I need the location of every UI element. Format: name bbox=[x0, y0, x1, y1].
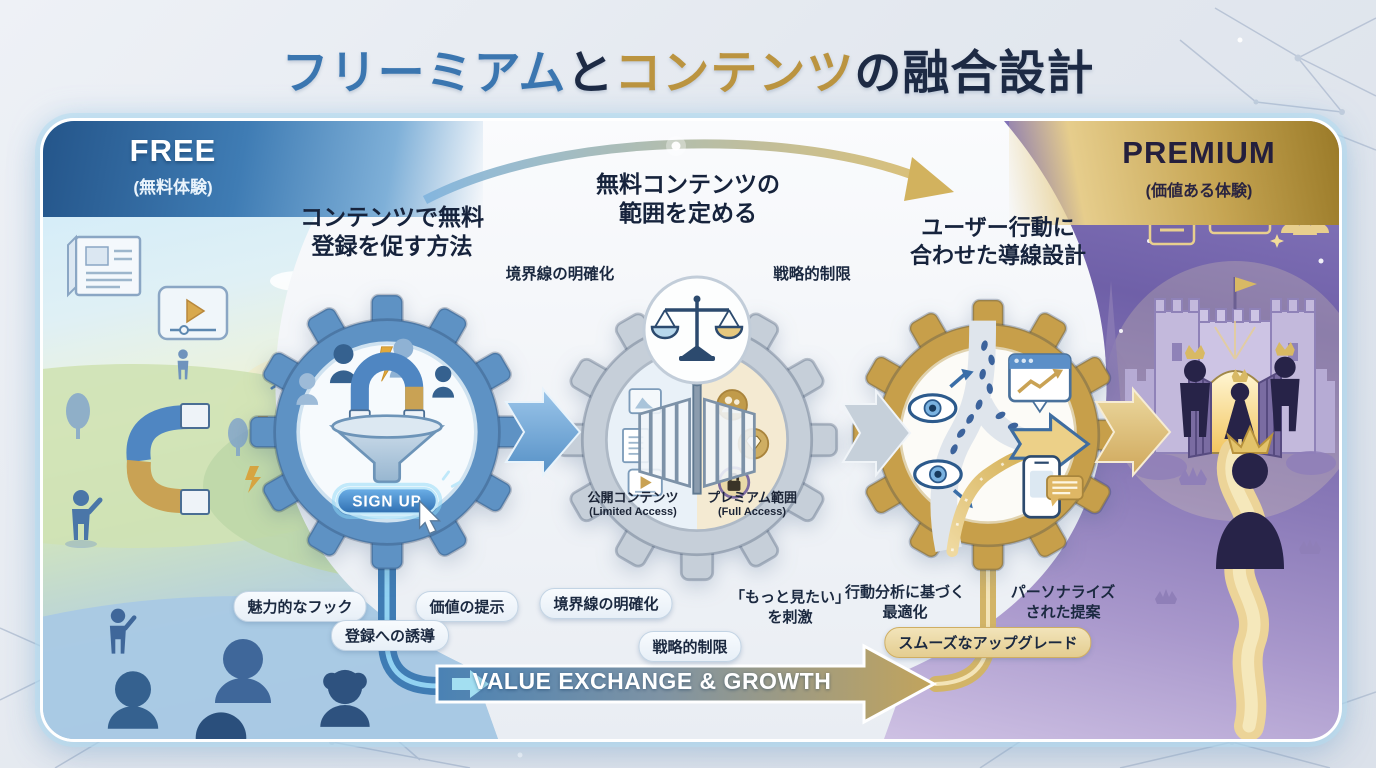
boundary-label: 境界線の明確化 bbox=[505, 266, 615, 283]
title-fusion-design: の融合設計 bbox=[854, 46, 1095, 99]
page-title: フリーミアムとコンテンツの融合設計 bbox=[0, 34, 1376, 103]
step2-heading-line2: 範囲を定める bbox=[619, 199, 757, 226]
magnet-funnel-icon bbox=[328, 352, 446, 484]
title-freemium: フリーミアム bbox=[281, 46, 567, 99]
note-personalized-line2: された提案 bbox=[1025, 604, 1101, 622]
note-curiosity-line2: を刺激 bbox=[767, 609, 813, 627]
gear-acquisition: SIGN UP bbox=[248, 293, 526, 571]
note-curiosity: 「もっと見たい」 を刺激 bbox=[730, 588, 850, 629]
title-content: コンテンツ bbox=[614, 46, 855, 99]
eye-icon bbox=[913, 459, 973, 509]
free-sublabel: (無料体験) bbox=[133, 178, 213, 197]
premium-zone-label: プレミアム範囲 (Full Access) bbox=[707, 490, 797, 519]
magnet-icon bbox=[138, 404, 209, 514]
flag-icon bbox=[1235, 277, 1257, 292]
premium-banner: PREMIUM (価値ある体験) bbox=[1009, 121, 1339, 225]
ground-crown-decor bbox=[1155, 467, 1321, 604]
crowd-silhouettes bbox=[108, 639, 370, 739]
newspaper-icon bbox=[68, 237, 140, 295]
note-behavior-line1: 行動分析に基づく bbox=[844, 584, 966, 601]
premium-label: PREMIUM bbox=[1122, 135, 1276, 170]
premium-sublabel: (価値ある体験) bbox=[1145, 183, 1253, 200]
step1-heading-line2: 登録を促す方法 bbox=[311, 232, 473, 259]
free-zone-label: 公開コンテンツ (Limited Access) bbox=[587, 490, 678, 519]
strategic-limit-label: 戦略的制限 bbox=[773, 266, 851, 283]
footprints-icon bbox=[950, 340, 1019, 455]
step2-heading-line1: 無料コンテンツの bbox=[596, 171, 780, 197]
gear-journey bbox=[851, 298, 1125, 572]
note-personalized-line1: パーソナライズ bbox=[1010, 584, 1116, 601]
tag-boundary-clarity: 境界線の明確化 bbox=[539, 588, 673, 619]
pointer-cursor-icon bbox=[418, 470, 462, 535]
tree-icon bbox=[66, 393, 248, 456]
note-behavior-line2: 最適化 bbox=[882, 604, 928, 622]
person-silhouette bbox=[65, 349, 350, 653]
title-connector: と bbox=[566, 46, 615, 99]
note-behavior-analytics: 行動分析に基づく 最適化 bbox=[845, 583, 965, 624]
svg-text:SIGN UP: SIGN UP bbox=[352, 493, 422, 510]
phone-chat-icon bbox=[1022, 455, 1084, 519]
tag-strategic-limit: 戦略的制限 bbox=[638, 631, 742, 662]
step2-heading: 無料コンテンツの 範囲を定める bbox=[596, 170, 780, 228]
note-curiosity-line1: 「もっと見たい」 bbox=[729, 589, 851, 606]
growth-arrow-label: VALUE EXCHANGE & GROWTH bbox=[472, 668, 832, 694]
tag-attractive-hook: 魅力的なフック bbox=[233, 591, 367, 622]
step1-heading: コンテンツで無料 登録を促す方法 bbox=[300, 203, 484, 261]
premium-zone-sub: (Full Access) bbox=[717, 505, 787, 518]
tag-registration-guidance: 登録への誘導 bbox=[330, 620, 450, 651]
free-banner: FREE (無料体験) bbox=[43, 121, 483, 217]
step1-heading-line1: コンテンツで無料 bbox=[300, 204, 484, 230]
free-zone-sub: (Limited Access) bbox=[589, 505, 677, 518]
video-player-icon bbox=[159, 287, 227, 339]
golden-path bbox=[1232, 453, 1254, 726]
gear-scope bbox=[555, 298, 839, 582]
analytics-window-icon bbox=[1008, 353, 1072, 414]
tag-value-presentation: 価値の提示 bbox=[415, 591, 519, 622]
crowned-user bbox=[1180, 342, 1300, 569]
step3-heading-line2: 合わせた導線設計 bbox=[909, 242, 1087, 268]
free-label: FREE bbox=[129, 133, 217, 168]
signup-button[interactable]: SIGN UP bbox=[331, 482, 443, 519]
free-zone-title: 公開コンテンツ bbox=[587, 490, 679, 505]
step3-heading-line1: ユーザー行動に bbox=[921, 215, 1075, 240]
tag-smooth-upgrade: スムーズなアップグレード bbox=[884, 627, 1092, 658]
premium-zone-title: プレミアム範囲 bbox=[706, 490, 798, 505]
note-personalized: パーソナライズ された提案 bbox=[1011, 583, 1116, 624]
step3-heading: ユーザー行動に 合わせた導線設計 bbox=[910, 214, 1086, 269]
